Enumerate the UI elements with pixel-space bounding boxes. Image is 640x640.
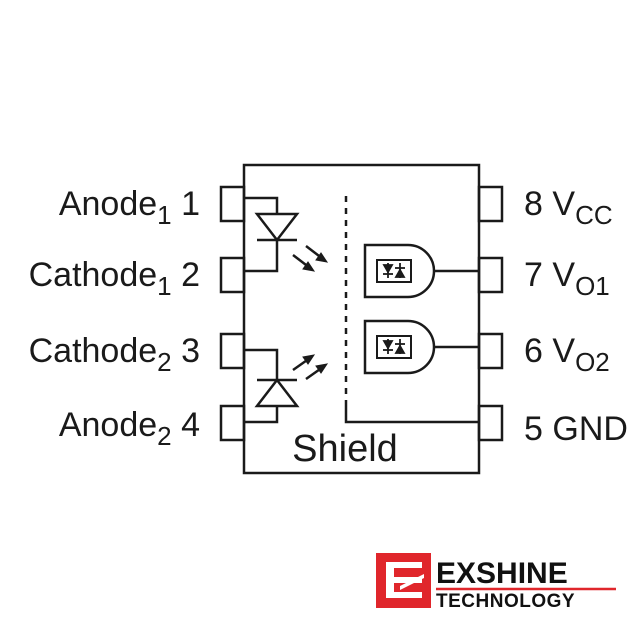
shield-label: Shield — [292, 428, 398, 470]
pin-2-stub — [219, 256, 246, 294]
logo-name: EXSHINE — [436, 557, 568, 590]
led1-anode-wire — [244, 196, 279, 214]
shield-gnd-wire — [344, 400, 479, 424]
photodetector-2-icon — [382, 339, 406, 354]
pin-4-stub — [219, 404, 246, 442]
pin-8-label: 8 VCC — [524, 185, 613, 230]
led-2-icon — [254, 377, 300, 408]
pin-4-label: Anode2 4 — [59, 406, 200, 451]
pin-5-label: 5 GND — [524, 410, 628, 448]
schematic-lines — [219, 163, 504, 475]
pin-8-stub — [477, 185, 504, 223]
led1-cathode-wire — [244, 240, 279, 273]
led2-anode-wire — [244, 406, 279, 424]
package-body — [242, 163, 481, 475]
gate1-inner-box — [376, 259, 412, 283]
led-2-emission-arrows-icon — [292, 354, 329, 381]
pin-3-stub — [219, 332, 246, 370]
output-gate-2 — [363, 319, 436, 375]
pin-7-stub — [477, 256, 504, 294]
logo-mark-stripes — [386, 562, 424, 598]
pin-2-label: Cathode1 2 — [29, 256, 200, 301]
pin-6-stub — [477, 332, 504, 370]
photodetector-1-icon — [382, 263, 406, 278]
gate2-inner-box — [376, 335, 412, 359]
led-1-icon — [254, 212, 300, 243]
logo-tagline: TECHNOLOGY — [436, 591, 575, 612]
pin-7-label: 7 VO1 — [524, 256, 610, 301]
led2-cathode-wire — [244, 348, 279, 380]
exshine-logo: EXSHINE TECHNOLOGY — [376, 553, 616, 612]
pin-6-label: 6 VO2 — [524, 332, 610, 377]
output-gate-1 — [363, 243, 436, 299]
led-1-emission-arrows-icon — [292, 245, 329, 272]
pin-5-stub — [477, 404, 504, 442]
pin-3-label: Cathode2 3 — [29, 332, 200, 377]
pin-1-label: Anode1 1 — [59, 185, 200, 230]
pin-1-stub — [219, 185, 246, 223]
